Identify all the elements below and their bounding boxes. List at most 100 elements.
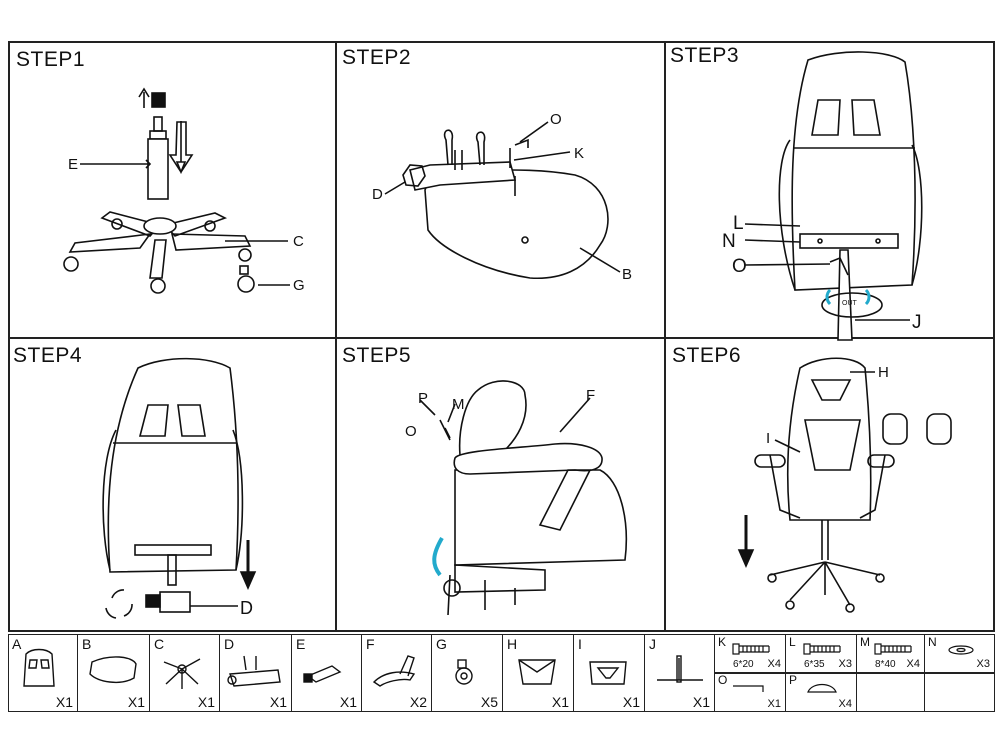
- divider: [664, 41, 666, 632]
- step1-label-g: G: [293, 277, 305, 294]
- part-letter: J: [649, 636, 656, 652]
- part-cell-a: A X1: [8, 634, 78, 712]
- bracket-icon: [657, 655, 703, 683]
- step1-label-e: E: [68, 156, 79, 173]
- part-size: 8*40: [875, 659, 896, 670]
- part-cell-e: E X1: [292, 634, 362, 712]
- bolt-icon: [732, 643, 770, 655]
- part-letter: O: [718, 673, 728, 687]
- part-cell-b: B X1: [78, 634, 150, 712]
- step2-label-d: D: [372, 186, 383, 203]
- seat-cushion-icon: [89, 656, 137, 684]
- step5-title: STEP5: [342, 344, 412, 367]
- part-size: 6*20: [733, 659, 754, 670]
- part-letter: K: [718, 635, 727, 649]
- step6-title: STEP6: [672, 344, 742, 367]
- step3-title: STEP3: [670, 44, 740, 67]
- mechanism-icon: [227, 655, 281, 687]
- step1-label-c: C: [293, 233, 304, 250]
- star-base-icon: [163, 658, 201, 689]
- step2-label-o: O: [550, 111, 562, 128]
- part-cell-c: C X1: [150, 634, 220, 712]
- part-cell-o: O X1: [715, 672, 786, 712]
- empty-cell: [857, 672, 925, 712]
- part-letter: L: [789, 635, 796, 649]
- part-qty: X4: [906, 658, 920, 670]
- part-qty: X4: [838, 698, 852, 710]
- part-qty: X3: [838, 658, 852, 670]
- part-cell-j: J X1: [645, 634, 715, 712]
- part-letter: H: [507, 636, 518, 652]
- step2-label-b: B: [622, 266, 633, 283]
- step5-label-f: F: [586, 387, 596, 404]
- part-letter: E: [296, 636, 306, 652]
- part-cell-m: M 8*40 X4: [857, 634, 925, 672]
- step3-label-o: O: [732, 256, 747, 277]
- step3-label-l: L: [733, 213, 744, 234]
- lumbar-pillow-icon: [589, 661, 627, 685]
- part-qty: X1: [127, 694, 145, 710]
- seat-back-icon: [23, 648, 55, 687]
- divider: [715, 672, 995, 674]
- part-size: 6*35: [804, 659, 825, 670]
- part-qty: X3: [976, 658, 990, 670]
- headrest-pillow-icon: [518, 659, 556, 685]
- part-letter: M: [860, 635, 870, 649]
- washer-icon: [948, 645, 974, 655]
- step5-label-o: O: [405, 423, 417, 440]
- caster-icon: [455, 659, 473, 685]
- part-qty: X1: [767, 698, 781, 710]
- steps-grid: [8, 41, 995, 632]
- part-letter: F: [366, 636, 375, 652]
- armrest-icon: [372, 655, 416, 687]
- step1-title: STEP1: [16, 48, 86, 71]
- allen-key-icon: [733, 685, 764, 692]
- part-letter: N: [928, 635, 937, 649]
- step3-label-n: N: [722, 231, 736, 252]
- part-qty: X1: [692, 694, 710, 710]
- step2-label-k: K: [574, 145, 585, 162]
- part-qty: X1: [622, 694, 640, 710]
- part-cell-p: P X4: [786, 672, 857, 712]
- step2-title: STEP2: [342, 46, 412, 69]
- part-cell-k: K 6*20 X4: [715, 634, 786, 672]
- part-qty: X1: [339, 694, 357, 710]
- part-letter: A: [12, 636, 22, 652]
- part-letter: C: [154, 636, 165, 652]
- part-qty: X5: [480, 694, 498, 710]
- part-letter: G: [436, 636, 447, 652]
- part-qty: X2: [409, 694, 427, 710]
- divider: [8, 337, 995, 339]
- step4-title: STEP4: [13, 344, 83, 367]
- step3-label-j: J: [912, 312, 922, 333]
- part-cell-f: F X2: [362, 634, 432, 712]
- part-letter: D: [224, 636, 235, 652]
- part-letter: B: [82, 636, 92, 652]
- part-cell-n: N X3: [925, 634, 995, 672]
- gas-lift-icon: [303, 665, 342, 683]
- part-qty: X1: [269, 694, 287, 710]
- cap-icon: [807, 683, 837, 693]
- bolt-icon: [874, 643, 912, 655]
- part-qty: X1: [197, 694, 215, 710]
- part-cell-l: L 6*35 X3: [786, 634, 857, 672]
- part-cell-d: D X1: [220, 634, 292, 712]
- step3-out-tag: OUT: [842, 300, 857, 307]
- part-qty: X1: [55, 694, 73, 710]
- part-qty: X4: [767, 658, 781, 670]
- step5-label-m: M: [452, 396, 465, 413]
- empty-cell: [925, 672, 995, 712]
- bolt-icon: [803, 643, 841, 655]
- part-letter: P: [789, 673, 798, 687]
- part-cell-i: I X1: [574, 634, 645, 712]
- part-letter: I: [578, 636, 582, 652]
- step5-label-p: P: [418, 390, 429, 407]
- step6-label-h: H: [878, 364, 889, 381]
